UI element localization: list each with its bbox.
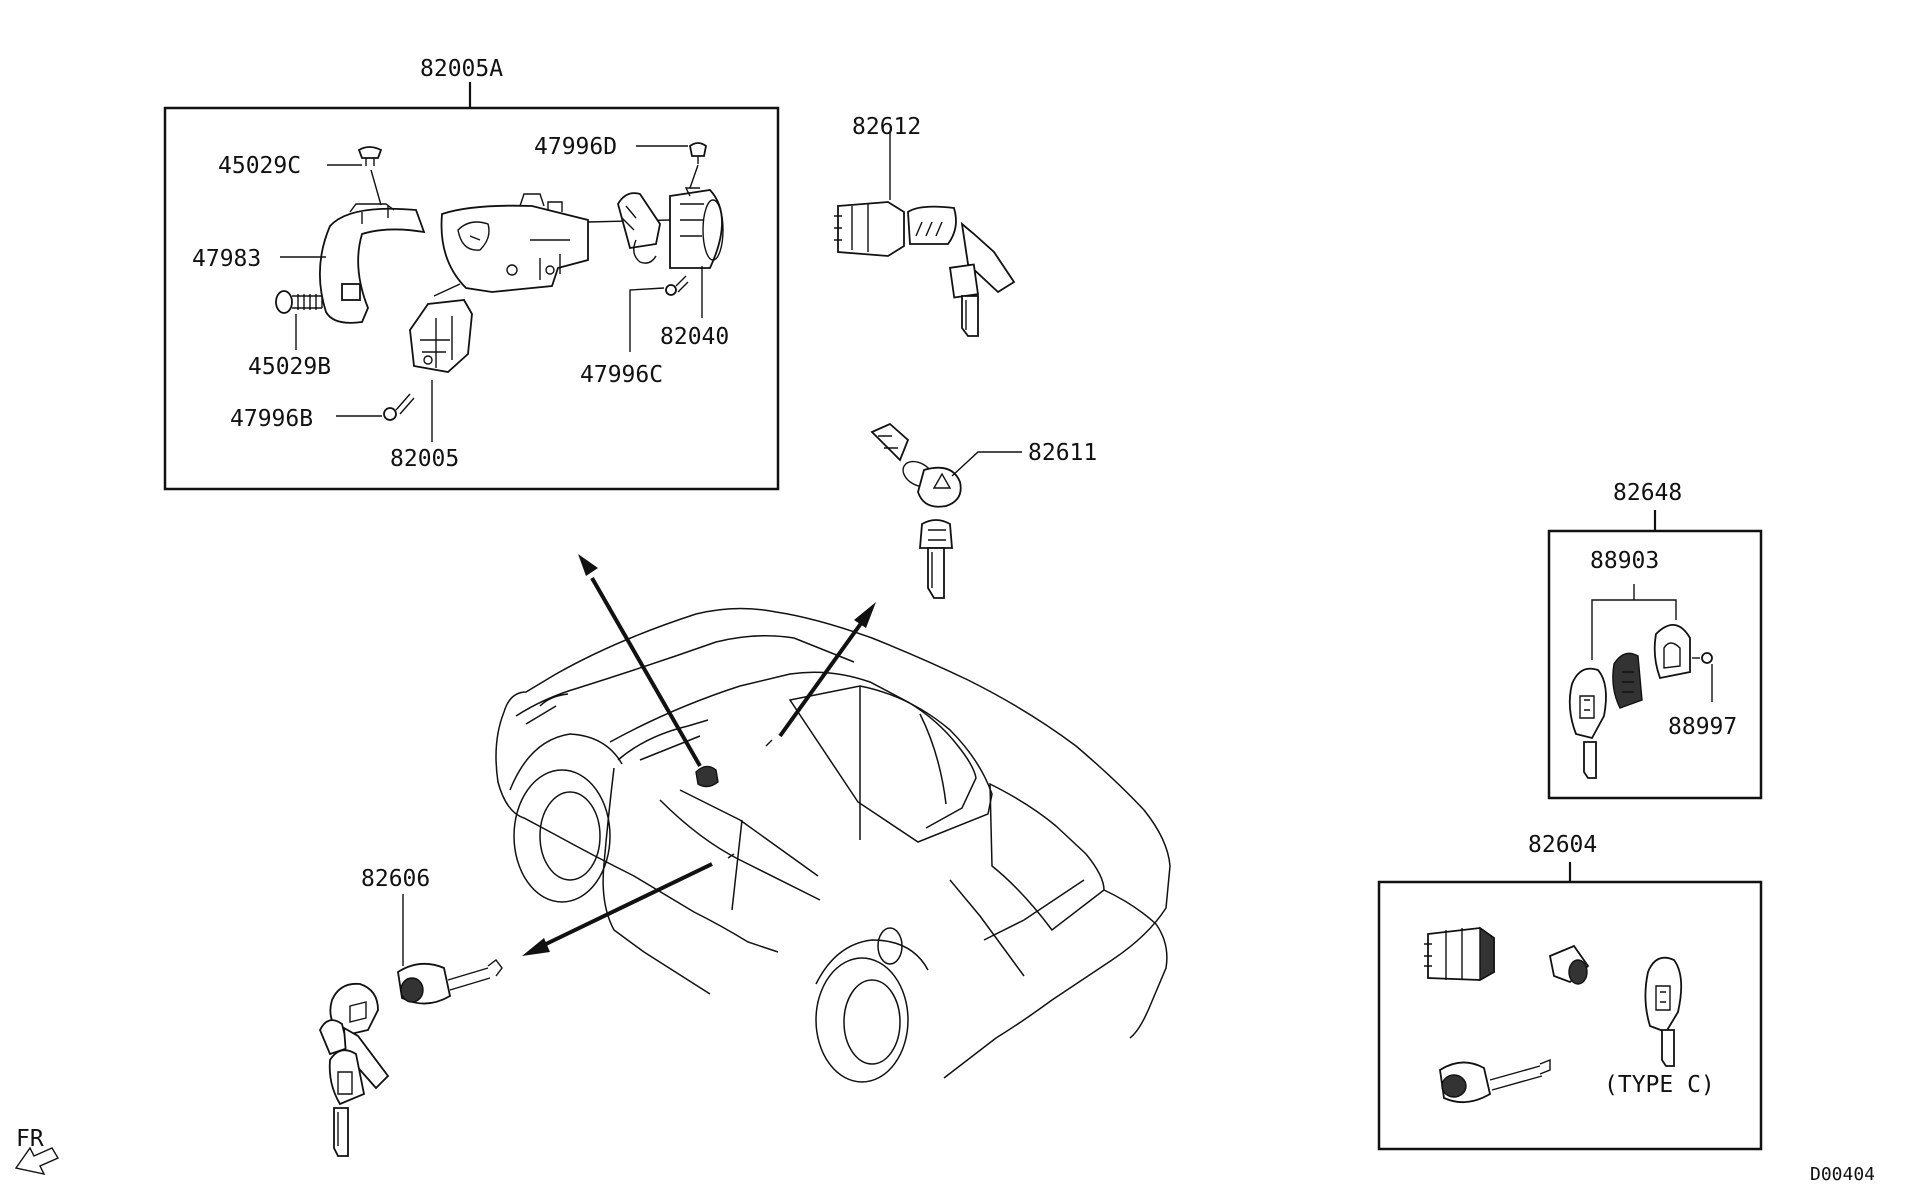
bolt-45029b[interactable] (275, 290, 323, 314)
front-wheel-right (815, 957, 909, 1083)
lock-cylinder-82612[interactable] (834, 201, 1016, 337)
pointer-arrows (522, 554, 876, 956)
label-82612[interactable]: 82612 (852, 114, 921, 140)
front-marker: FR (14, 1126, 60, 1175)
label-45029c[interactable]: 45029C (218, 153, 301, 179)
screw-88997[interactable] (1692, 652, 1713, 664)
label-47996d[interactable]: 47996D (534, 134, 617, 160)
group-box-82604 (1377, 880, 1763, 1151)
screw-47996c[interactable] (665, 275, 689, 296)
rear-wheel-left (513, 769, 611, 903)
front-arrow-icon (14, 1146, 60, 1175)
screw-47996b[interactable] (383, 393, 415, 421)
label-82005a[interactable]: 82005A (420, 56, 503, 82)
lock-cylinder-82604[interactable] (1424, 926, 1495, 982)
label-88903[interactable]: 88903 (1590, 548, 1659, 574)
arrow-to-82606 (545, 862, 713, 946)
group-box-82005a (163, 106, 780, 491)
diagram-code: D00404 (1810, 1164, 1875, 1185)
switch-82005[interactable] (409, 299, 473, 373)
label-88997[interactable]: 88997 (1668, 714, 1737, 740)
screw-47996d[interactable] (689, 142, 707, 164)
door-lock-82604[interactable] (1439, 1058, 1551, 1104)
arrow-to-82611 (778, 620, 864, 738)
label-47996b[interactable]: 47996B (230, 406, 313, 432)
lock-82040[interactable] (617, 187, 724, 269)
key-82611[interactable] (870, 422, 962, 599)
button-pad-88903[interactable] (1612, 652, 1643, 709)
cover-47983[interactable] (319, 203, 426, 324)
ignition-switch-body[interactable] (440, 193, 589, 293)
screw-45029c[interactable] (357, 146, 383, 166)
label-47996c[interactable]: 47996C (580, 362, 663, 388)
label-45029b[interactable]: 45029B (248, 354, 331, 380)
group-82604: 82604 (TYPE C) (1377, 832, 1763, 1151)
ignition-location (695, 765, 719, 788)
leader-47996c (629, 287, 665, 352)
label-47983[interactable]: 47983 (192, 246, 261, 272)
arrow-to-82005a (590, 577, 702, 767)
cover-88903[interactable] (1653, 624, 1691, 680)
label-82005[interactable]: 82005 (390, 446, 459, 472)
label-82648[interactable]: 82648 (1613, 480, 1682, 506)
cylinder-82604[interactable] (1548, 944, 1590, 985)
group-82648: 82648 88903 88997 (1547, 480, 1763, 800)
type-note[interactable]: (TYPE C) (1604, 1072, 1715, 1098)
label-82611[interactable]: 82611 (1028, 440, 1097, 466)
leader-82611 (951, 451, 1022, 477)
label-82040[interactable]: 82040 (660, 324, 729, 350)
group-82005a: 82005A 45029C 47983 45029B (163, 56, 780, 491)
door-lock-82606[interactable] (319, 959, 503, 1157)
label-82606[interactable]: 82606 (361, 866, 430, 892)
vehicle-outline (495, 607, 1171, 1083)
remote-key-88903[interactable] (1568, 667, 1607, 779)
remote-key-82604[interactable] (1644, 956, 1683, 1067)
label-82604[interactable]: 82604 (1528, 832, 1597, 858)
